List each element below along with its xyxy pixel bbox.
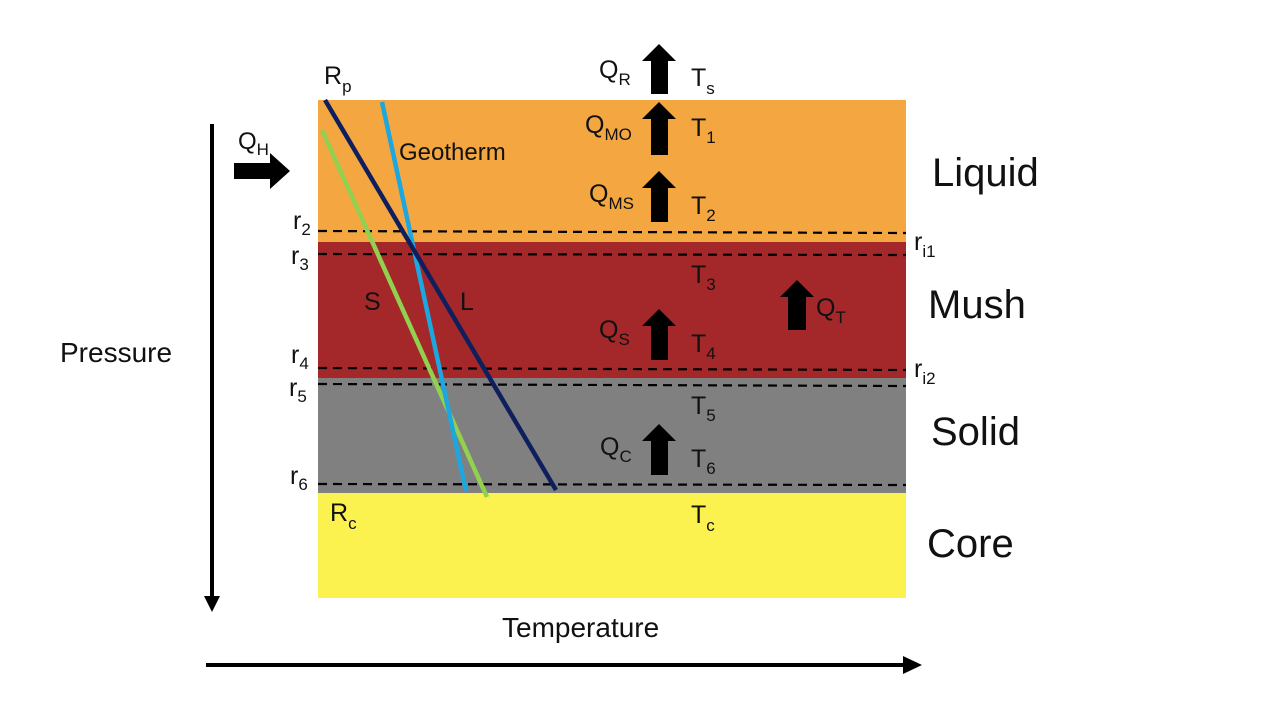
temperature-axis-arrowhead-icon bbox=[903, 656, 922, 674]
radiative-flux-arrow-icon bbox=[642, 44, 676, 94]
label-t-core: Tc bbox=[691, 501, 715, 535]
solidus-label: S bbox=[364, 288, 381, 316]
label-q-core: QC bbox=[600, 433, 632, 466]
label-ri1: ri1 bbox=[914, 228, 936, 261]
flux-arrows bbox=[234, 44, 814, 475]
pressure-axis-arrowhead-icon bbox=[204, 596, 220, 612]
pressure-axis-label: Pressure bbox=[60, 337, 172, 368]
mush-flux-arrow-icon bbox=[642, 309, 676, 360]
label-t1: T1 bbox=[691, 114, 716, 147]
solidus-line bbox=[319, 129, 490, 498]
label-r5: r5 bbox=[289, 374, 307, 406]
liquidus-label: L bbox=[460, 288, 474, 316]
boundary-r6 bbox=[317, 482, 907, 487]
boundary-r5 bbox=[317, 382, 907, 388]
solid-layer bbox=[318, 378, 906, 493]
label-r6: r6 bbox=[290, 462, 308, 494]
label-q-total: QT bbox=[816, 294, 846, 327]
region-mush-label: Mush bbox=[928, 283, 1026, 327]
boundary-r2 bbox=[317, 229, 907, 235]
label-t-surface: Ts bbox=[691, 64, 715, 98]
label-r2: r2 bbox=[293, 207, 311, 239]
total-flux-arrow-icon bbox=[780, 280, 814, 330]
label-q-radiative: QR bbox=[599, 56, 631, 89]
region-solid-label: Solid bbox=[931, 410, 1020, 454]
label-t4: T4 bbox=[691, 330, 716, 363]
label-t6: T6 bbox=[691, 445, 716, 478]
label-t3: T3 bbox=[691, 261, 716, 294]
liquidus-line bbox=[323, 98, 558, 492]
temperature-axis-label: Temperature bbox=[502, 612, 659, 643]
heating-arrow-icon bbox=[234, 153, 290, 189]
core-flux-arrow-icon bbox=[642, 424, 676, 475]
region-liquid-label: Liquid bbox=[932, 151, 1039, 195]
geotherm-label: Geotherm bbox=[399, 139, 506, 166]
label-q-magma-ocean: QMO bbox=[585, 111, 632, 144]
magma-ocean-solid-flux-arrow-icon bbox=[642, 171, 676, 222]
region-core-label: Core bbox=[927, 522, 1014, 566]
label-t2: T2 bbox=[691, 192, 716, 225]
label-q-mush: QS bbox=[599, 316, 630, 349]
label-r3: r3 bbox=[291, 242, 309, 274]
label-core-radius: Rc bbox=[330, 499, 357, 533]
label-ri2: ri2 bbox=[914, 355, 936, 388]
label-t5: T5 bbox=[691, 392, 716, 425]
boundary-r4 bbox=[317, 366, 907, 372]
magma-ocean-flux-arrow-icon bbox=[642, 102, 676, 155]
label-q-heating: QH bbox=[238, 128, 269, 159]
liquid-layer bbox=[318, 100, 906, 242]
label-r4: r4 bbox=[291, 341, 309, 373]
label-planet-radius: Rp bbox=[324, 62, 352, 96]
label-q-magma-ocean-solid: QMS bbox=[589, 180, 634, 213]
core-layer bbox=[318, 493, 906, 598]
geotherm-line bbox=[379, 101, 469, 492]
